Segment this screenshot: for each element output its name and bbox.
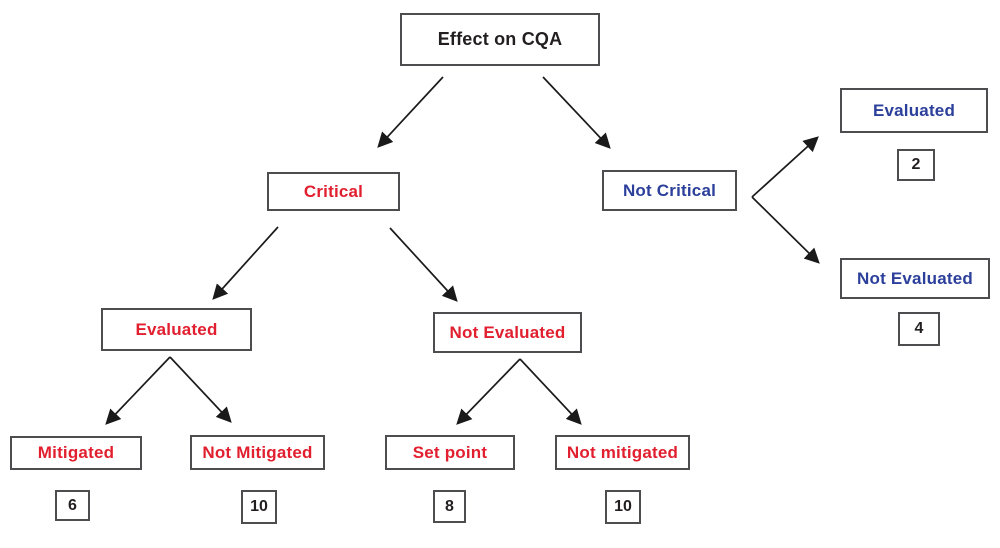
count-set-point: 8 xyxy=(433,490,466,523)
node-mitigated: Mitigated xyxy=(10,436,142,470)
node-effect-on-cqa: Effect on CQA xyxy=(400,13,600,66)
arrow-critical-to-evaluated xyxy=(212,226,279,300)
node-not-critical-evaluated: Evaluated xyxy=(840,88,988,133)
node-not-mitigated: Not Mitigated xyxy=(190,435,325,470)
arrow-evaluated-to-not-mitigated xyxy=(169,356,232,423)
count-not-mitigated: 10 xyxy=(241,490,277,524)
node-critical: Critical xyxy=(267,172,400,211)
node-critical-evaluated: Evaluated xyxy=(101,308,252,351)
count-not-critical-evaluated: 2 xyxy=(897,149,935,181)
arrow-not-evaluated-to-not-mitigated xyxy=(519,358,582,425)
arrow-evaluated-to-mitigated xyxy=(105,356,171,425)
arrow-not-evaluated-to-set-point xyxy=(456,358,521,425)
count-mitigated: 6 xyxy=(55,490,90,521)
arrow-not-critical-to-not-evaluated xyxy=(751,196,820,264)
arrow-not-critical-to-evaluated xyxy=(751,136,819,198)
node-not-critical: Not Critical xyxy=(602,170,737,211)
arrow-root-to-not-critical xyxy=(542,76,611,149)
count-not-evaluated-not-mitigated: 10 xyxy=(605,490,641,524)
arrow-critical-to-not-evaluated xyxy=(389,227,458,302)
node-not-critical-not-evaluated: Not Evaluated xyxy=(840,258,990,299)
node-not-evaluated-not-mitigated: Not mitigated xyxy=(555,435,690,470)
count-not-critical-not-evaluated: 4 xyxy=(898,312,940,346)
arrow-root-to-critical xyxy=(377,76,444,148)
node-set-point: Set point xyxy=(385,435,515,470)
node-critical-not-evaluated: Not Evaluated xyxy=(433,312,582,353)
